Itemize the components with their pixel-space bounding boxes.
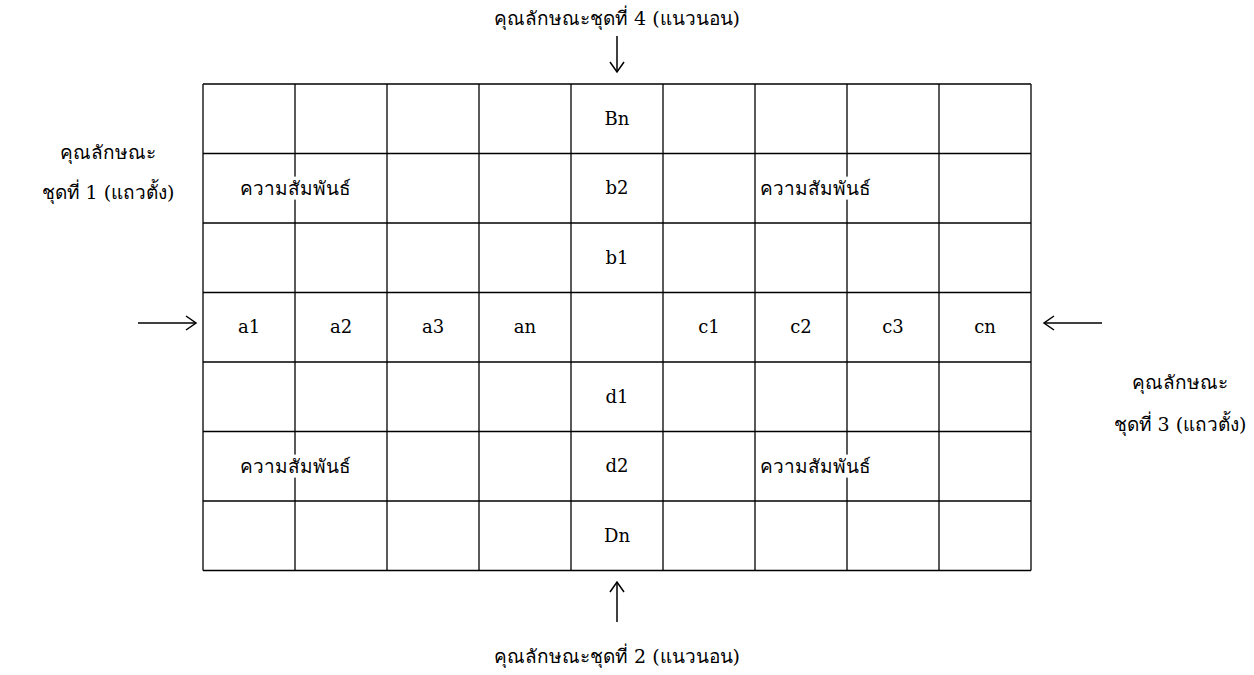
grid-line [938, 84, 939, 571]
table-cell: Bn [605, 108, 630, 130]
table-cell: a3 [422, 316, 444, 338]
grid-line [294, 84, 295, 571]
pointer-arrows [138, 36, 1102, 622]
axis-title: คุณลักษณะชุดที่ 4 (แนวนอน) [494, 7, 740, 30]
axis-title: ชุดที่ 1 (แถวตั้ง) [42, 181, 175, 204]
table-cell: an [514, 316, 536, 338]
relation-label: ความสัมพันธ์ [757, 455, 874, 478]
grid-line [203, 222, 1031, 223]
axis-title: คุณลักษณะชุดที่ 2 (แนวนอน) [494, 645, 740, 668]
grid-line [203, 570, 1031, 571]
relation-label: ความสัมพันธ์ [237, 455, 354, 478]
table-cell: cn [974, 316, 996, 338]
table-cell: b1 [606, 247, 629, 269]
table-cell: c3 [882, 316, 904, 338]
axis-title: คุณลักษณะ [1132, 371, 1228, 394]
table-cell: b2 [606, 177, 629, 199]
grid-line [203, 500, 1031, 501]
grid-line [662, 84, 663, 571]
grid-line [1030, 84, 1031, 571]
table-cell: a2 [330, 316, 352, 338]
grid-line [202, 84, 203, 571]
axis-title: คุณลักษณะ [60, 141, 156, 164]
table-cell: c2 [790, 316, 812, 338]
table-cell: d1 [606, 386, 629, 408]
axis-title: ชุดที่ 3 (แถวตั้ง) [1114, 413, 1247, 436]
grid-line [203, 361, 1031, 362]
grid-line [478, 84, 479, 571]
grid-line [386, 84, 387, 571]
table-cell: d2 [606, 455, 629, 477]
grid-line [846, 84, 847, 571]
grid-line [203, 153, 1031, 154]
grid-line [203, 431, 1031, 432]
table-cell: a1 [238, 316, 260, 338]
grid-lines [203, 84, 1031, 571]
table-cell: c1 [698, 316, 720, 338]
grid-line [203, 83, 1031, 84]
table-cell: Dn [604, 525, 630, 547]
grid-line [203, 292, 1031, 293]
relation-label: ความสัมพันธ์ [237, 177, 354, 200]
grid-line [570, 84, 571, 571]
relation-label: ความสัมพันธ์ [757, 177, 874, 200]
grid-line [754, 84, 755, 571]
